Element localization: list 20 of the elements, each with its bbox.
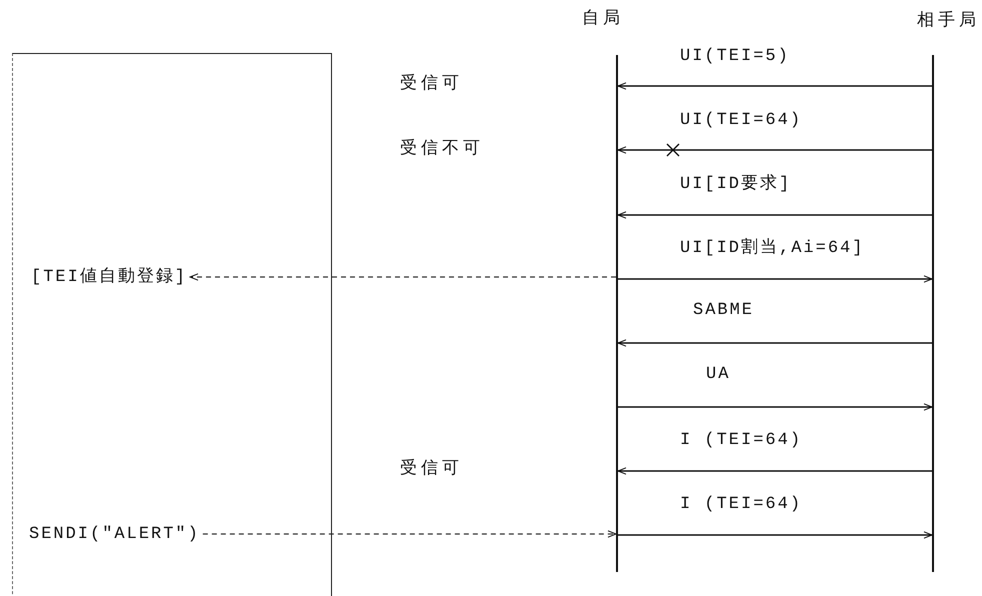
message-arrow bbox=[618, 211, 932, 219]
message-arrow bbox=[618, 531, 932, 539]
status-note: 受信可 bbox=[400, 75, 463, 95]
status-note: 受信可 bbox=[400, 460, 463, 480]
message-arrow bbox=[618, 467, 932, 475]
code-text: SENDI("ALERT") bbox=[29, 525, 200, 545]
message-arrow bbox=[618, 339, 932, 347]
status-note: 受信不可 bbox=[400, 140, 484, 160]
lifeline-heading: 相手局 bbox=[917, 12, 980, 32]
lifeline bbox=[932, 55, 934, 572]
lost-message-arrow bbox=[618, 143, 932, 157]
lifeline bbox=[616, 55, 618, 572]
panel-box bbox=[12, 53, 332, 596]
dashed-arrow bbox=[190, 273, 616, 281]
lifeline-heading: 自局 bbox=[582, 10, 624, 30]
message-arrow bbox=[618, 403, 932, 411]
dashed-arrow bbox=[202, 530, 616, 538]
code-text: [TEI値自動登録] bbox=[31, 268, 188, 288]
message-arrow bbox=[618, 275, 932, 283]
message-arrow bbox=[618, 82, 932, 90]
